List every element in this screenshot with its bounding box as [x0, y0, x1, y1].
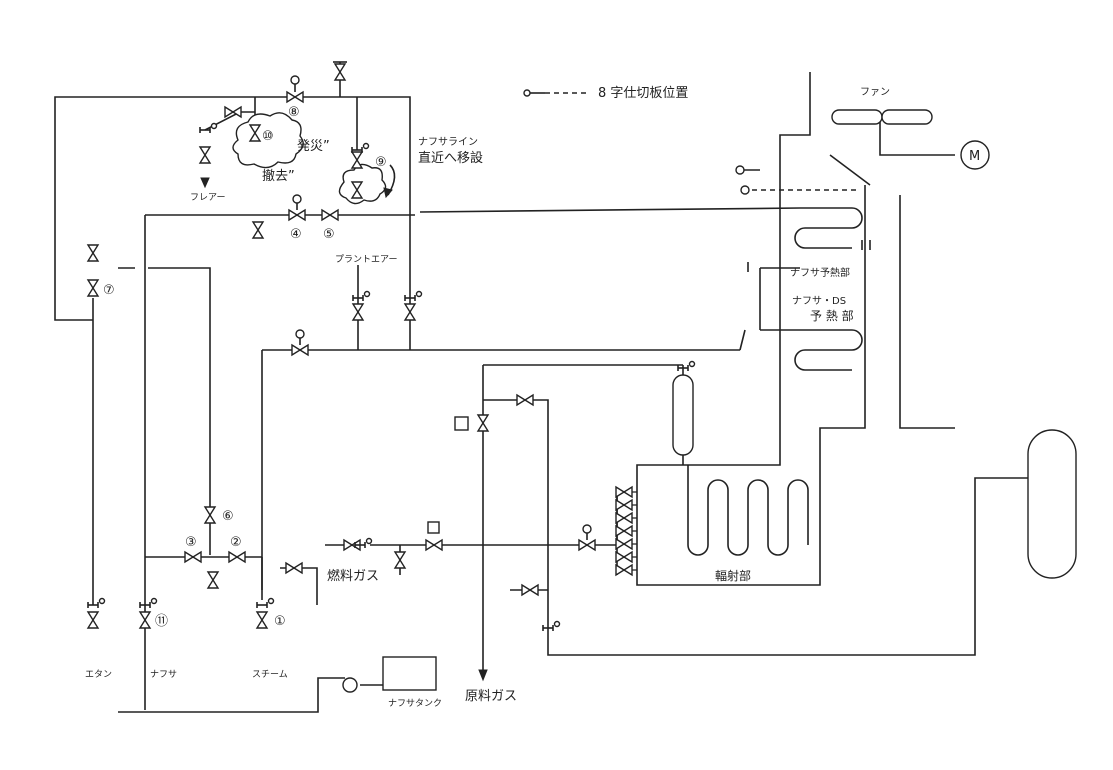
valve-number-8: ⑧ — [288, 105, 300, 120]
fan-label: ファン — [860, 87, 890, 98]
fan-blade-left — [831, 109, 883, 125]
valve-number-4: ④ — [290, 227, 302, 242]
blind-plates — [87, 122, 871, 632]
equipment — [232, 109, 1077, 693]
naphtha-tank-label: ナフサタンク — [388, 698, 442, 709]
burner-manifold — [615, 486, 637, 576]
burner-valve-icon[interactable] — [615, 538, 633, 550]
removed-label: 撤去” — [262, 168, 295, 184]
motor-icon — [960, 140, 990, 170]
burner-valve-icon[interactable] — [615, 512, 633, 524]
legend-label: 8 字仕切板位置 — [598, 86, 688, 101]
control-valve-box — [427, 521, 440, 534]
valve-number-9: ⑨ — [375, 155, 387, 170]
plant-air-label: プラントエアー — [335, 254, 397, 265]
valve-number-5: ⑤ — [323, 227, 335, 242]
burner-valve-icon[interactable] — [615, 525, 633, 537]
arrows — [200, 164, 488, 682]
storage-vessel — [1027, 429, 1077, 579]
valve-number-3: ③ — [185, 535, 197, 550]
separator-drum — [672, 374, 694, 456]
valve-number-11: ⑪ — [155, 614, 168, 629]
naphtha-preheat-label: ナフサ予熱部 — [790, 266, 850, 279]
labels: ファン M ナフサ予熱部 ナフサ・DS 予 熱 部 輻射部 燃料ガス 原料ガス … — [85, 87, 980, 709]
origin-label: 発災” — [297, 139, 330, 154]
flare-label: フレアー — [190, 193, 225, 203]
feed-gas-label: 原料ガス — [465, 689, 517, 704]
valve-number-7: ⑦ — [103, 283, 115, 298]
burner-valve-icon[interactable] — [615, 486, 633, 498]
fuel-gas-label: 燃料ガス — [327, 568, 379, 584]
pipe-network — [54, 62, 1028, 713]
steam-label: スチーム — [252, 669, 288, 680]
valve-number-2: ② — [230, 535, 242, 550]
valve-number-10: ⑩ — [262, 129, 274, 144]
valve-number-6: ⑥ — [222, 509, 234, 524]
control-valve-box — [454, 416, 469, 431]
motor-label: M — [969, 149, 980, 164]
ethane-label: エタン — [85, 669, 112, 680]
burner-valve-icon[interactable] — [615, 551, 633, 563]
valve-numbers: ① ② ③ ④ ⑤ ⑥ ⑦ ⑧ ⑨ ⑩ ⑪ — [103, 105, 387, 629]
naphtha-line-label: ナフサライン — [418, 136, 478, 148]
valves — [87, 61, 596, 629]
valve-number-1: ① — [274, 614, 286, 629]
fan-blade-right — [881, 109, 933, 125]
burner-valve-icon[interactable] — [615, 564, 633, 576]
legend: 8 字仕切板位置 — [523, 86, 688, 101]
radiant-label: 輻射部 — [715, 568, 751, 583]
radiant-coil — [687, 465, 809, 556]
burner-valve-icon[interactable] — [615, 499, 633, 511]
naphtha-label: ナフサ — [150, 669, 177, 680]
pump-icon — [342, 677, 358, 693]
naphtha-tank — [382, 656, 437, 691]
moved-near-label: 直近へ移設 — [418, 150, 483, 166]
naphtha-ds-label: ナフサ・DS — [792, 295, 846, 307]
ds-preheat-label: 予 熱 部 — [810, 308, 854, 323]
